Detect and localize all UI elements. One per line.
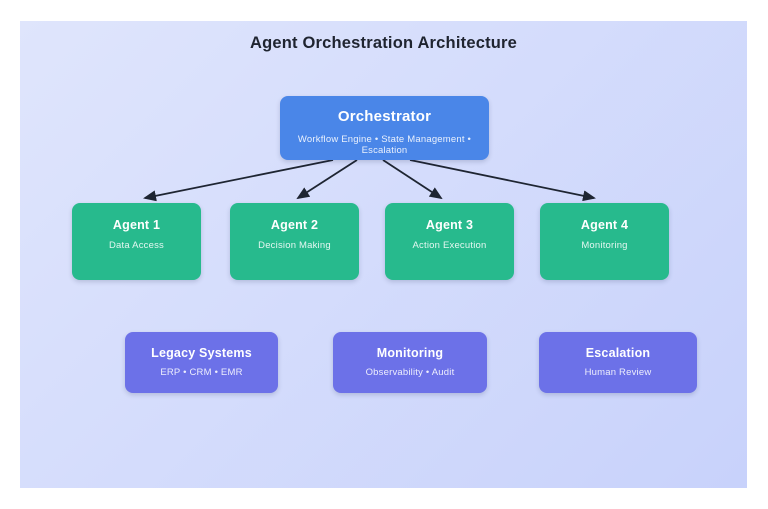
node-legacy-systems: Legacy Systems ERP • CRM • EMR — [125, 332, 278, 393]
diagram-canvas: Agent Orchestration Architecture Orchest… — [20, 21, 747, 488]
node-legacy-systems-title: Legacy Systems — [151, 346, 252, 360]
node-agent-1-title: Agent 1 — [112, 218, 161, 232]
node-agent-1-subtitle: Data Access — [108, 240, 164, 251]
node-agent-3: Agent 3 Action Execution — [385, 203, 514, 280]
arrow-orchestrator-to-agent-3 — [382, 159, 443, 200]
node-agent-3-title: Agent 3 — [425, 218, 474, 232]
arrow-orchestrator-to-agent-2 — [296, 159, 358, 200]
node-escalation-title: Escalation — [585, 346, 651, 360]
node-escalation: Escalation Human Review — [539, 332, 697, 393]
page-title: Agent Orchestration Architecture — [249, 34, 518, 52]
node-escalation-subtitle: Human Review — [584, 367, 652, 378]
node-orchestrator-subtitle: Workflow Engine • State Management • Esc… — [297, 134, 472, 156]
node-agent-2-subtitle: Decision Making — [258, 240, 331, 251]
node-agent-4: Agent 4 Monitoring — [540, 203, 669, 280]
arrow-orchestrator-to-agent-4 — [409, 159, 596, 202]
node-agent-3-subtitle: Action Execution — [412, 240, 487, 251]
node-monitoring-title: Monitoring — [376, 346, 444, 360]
node-agent-2-title: Agent 2 — [270, 218, 319, 232]
node-agent-2: Agent 2 Decision Making — [230, 203, 359, 280]
node-monitoring: Monitoring Observability • Audit — [333, 332, 487, 393]
node-agent-4-subtitle: Monitoring — [581, 240, 628, 251]
arrow-orchestrator-to-agent-1 — [143, 159, 334, 202]
node-agent-4-title: Agent 4 — [580, 218, 629, 232]
node-agent-1: Agent 1 Data Access — [72, 203, 201, 280]
node-legacy-systems-subtitle: ERP • CRM • EMR — [160, 367, 243, 378]
node-monitoring-subtitle: Observability • Audit — [365, 367, 455, 378]
node-orchestrator-title: Orchestrator — [337, 108, 432, 125]
node-orchestrator: Orchestrator Workflow Engine • State Man… — [280, 96, 489, 160]
